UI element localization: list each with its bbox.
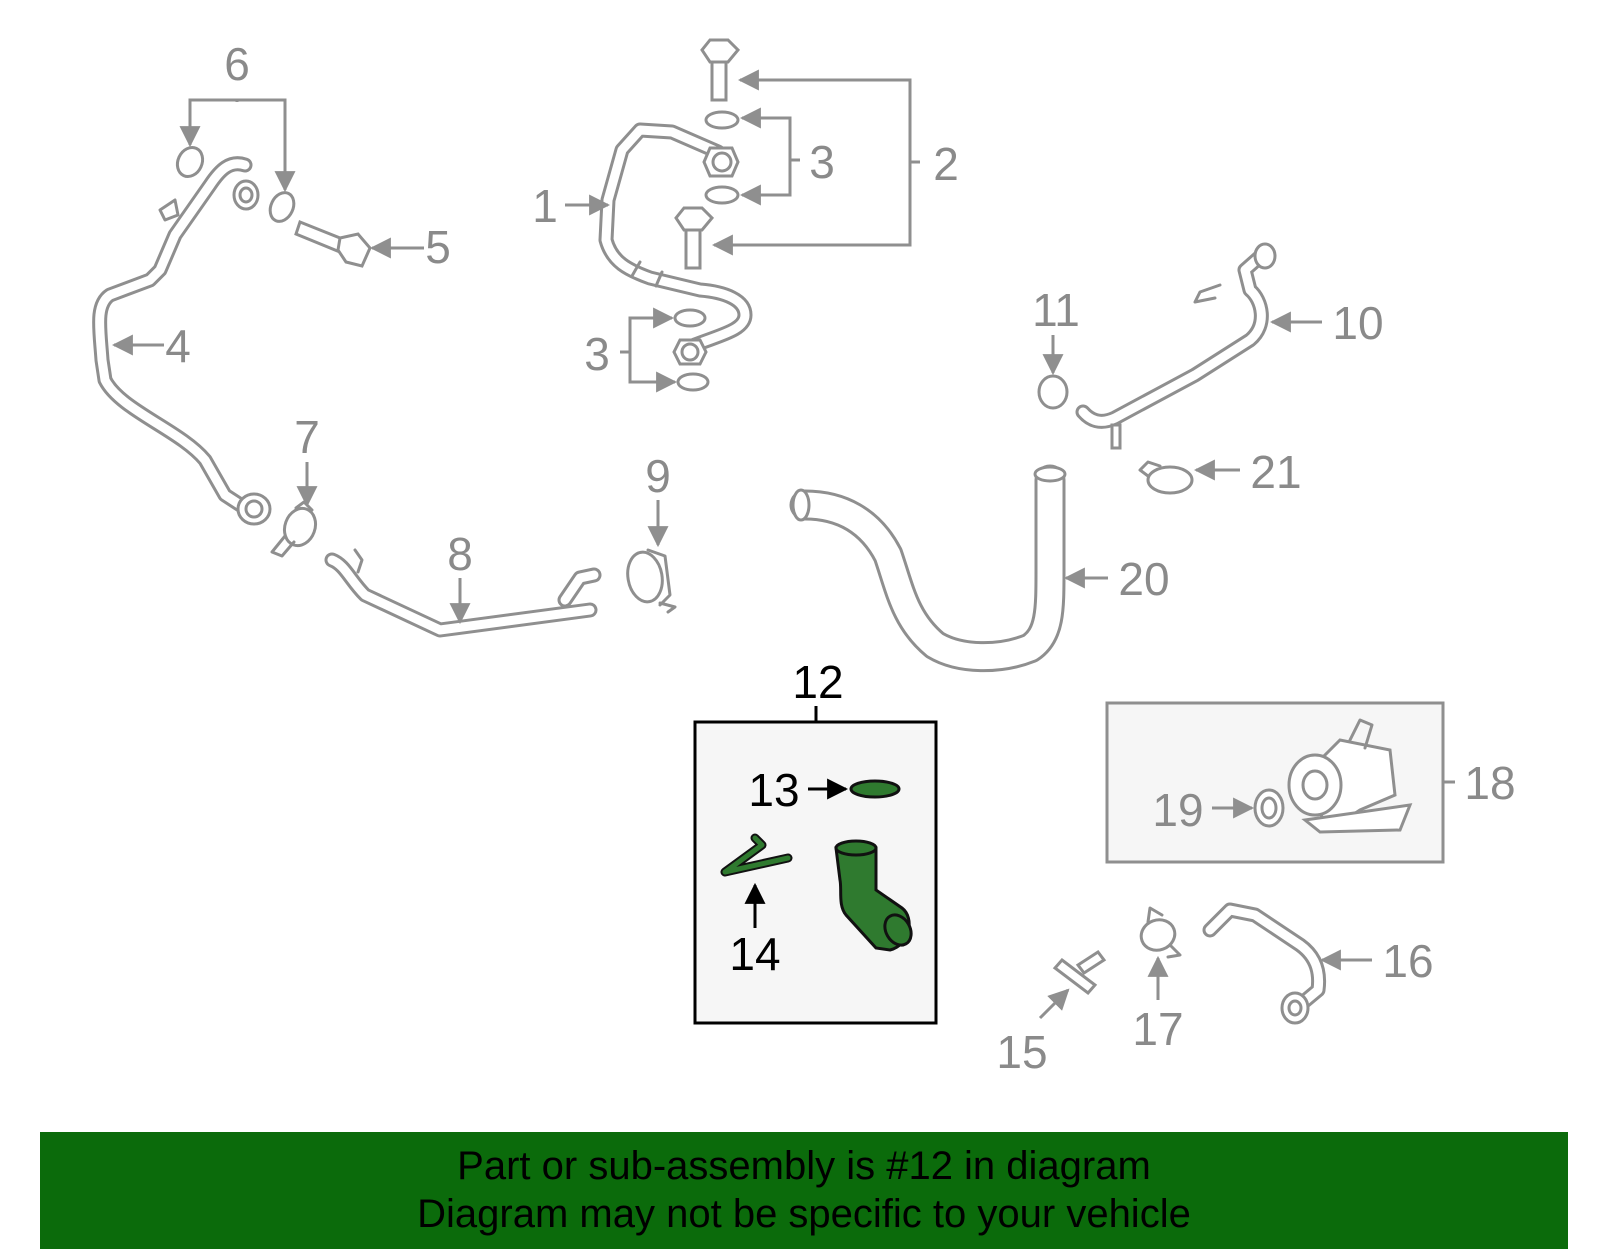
part-21-clamp[interactable] bbox=[1138, 460, 1194, 495]
info-banner: Part or sub-assembly is #12 in diagram D… bbox=[40, 1132, 1568, 1249]
callout-17: 17 bbox=[1132, 1003, 1183, 1055]
part-3-fittings-upper[interactable] bbox=[702, 110, 740, 205]
callout-1: 1 bbox=[532, 180, 558, 232]
banner-line-1: Part or sub-assembly is #12 in diagram bbox=[457, 1144, 1151, 1188]
callout-2: 2 bbox=[933, 138, 959, 190]
part-8-pipe[interactable] bbox=[324, 548, 602, 638]
part-2-bolts[interactable] bbox=[674, 38, 741, 270]
callout-13: 13 bbox=[748, 764, 799, 816]
callout-3-lower: 3 bbox=[584, 328, 610, 380]
callout-6: 6 bbox=[224, 38, 250, 90]
part-3-fittings-lower[interactable] bbox=[672, 308, 710, 392]
callout-12: 12 bbox=[792, 656, 843, 708]
callout-labels: 6 5 4 7 8 9 1 2 3 3 11 10 21 20 18 19 16… bbox=[165, 38, 1515, 1078]
part-14-clip-green[interactable] bbox=[720, 833, 793, 877]
part-5-bolt[interactable] bbox=[294, 220, 372, 268]
part-17-clamp[interactable] bbox=[1137, 906, 1182, 959]
callout-16: 16 bbox=[1382, 935, 1433, 987]
callout-20: 20 bbox=[1118, 553, 1169, 605]
banner-line-2: Diagram may not be specific to your vehi… bbox=[417, 1192, 1191, 1236]
part-7-clamp[interactable] bbox=[270, 500, 321, 558]
callout-3-upper: 3 bbox=[809, 136, 835, 188]
callout-7: 7 bbox=[294, 411, 320, 463]
callout-21: 21 bbox=[1250, 446, 1301, 498]
part-16-pipe[interactable] bbox=[1202, 902, 1327, 1025]
part-11-o-ring[interactable] bbox=[1037, 374, 1069, 410]
leader-lines bbox=[111, 69, 1455, 1020]
callout-14: 14 bbox=[729, 928, 780, 980]
callout-11: 11 bbox=[1032, 284, 1080, 336]
part-19-gasket[interactable] bbox=[1253, 788, 1285, 828]
callout-9: 9 bbox=[645, 450, 671, 502]
callout-5: 5 bbox=[425, 221, 451, 273]
part-15-connector[interactable] bbox=[1052, 949, 1107, 996]
part-9-clamp[interactable] bbox=[624, 548, 677, 614]
callout-19: 19 bbox=[1152, 784, 1203, 836]
part-18-thermostat-housing[interactable] bbox=[1105, 701, 1445, 864]
part-6-o-rings[interactable] bbox=[173, 143, 299, 225]
callout-15: 15 bbox=[996, 1026, 1047, 1078]
callout-18: 18 bbox=[1464, 757, 1515, 809]
part-1-coolant-pipe[interactable] bbox=[598, 122, 753, 353]
part-13-o-ring-green[interactable] bbox=[849, 779, 901, 799]
part-4-coolant-pipe[interactable] bbox=[92, 156, 272, 526]
part-10-pipe[interactable] bbox=[1075, 242, 1277, 450]
part-20-hose[interactable] bbox=[789, 464, 1067, 673]
callout-4: 4 bbox=[165, 320, 191, 372]
callout-10: 10 bbox=[1332, 297, 1383, 349]
part-12-hose-green[interactable] bbox=[834, 839, 916, 952]
callout-8: 8 bbox=[447, 528, 473, 580]
